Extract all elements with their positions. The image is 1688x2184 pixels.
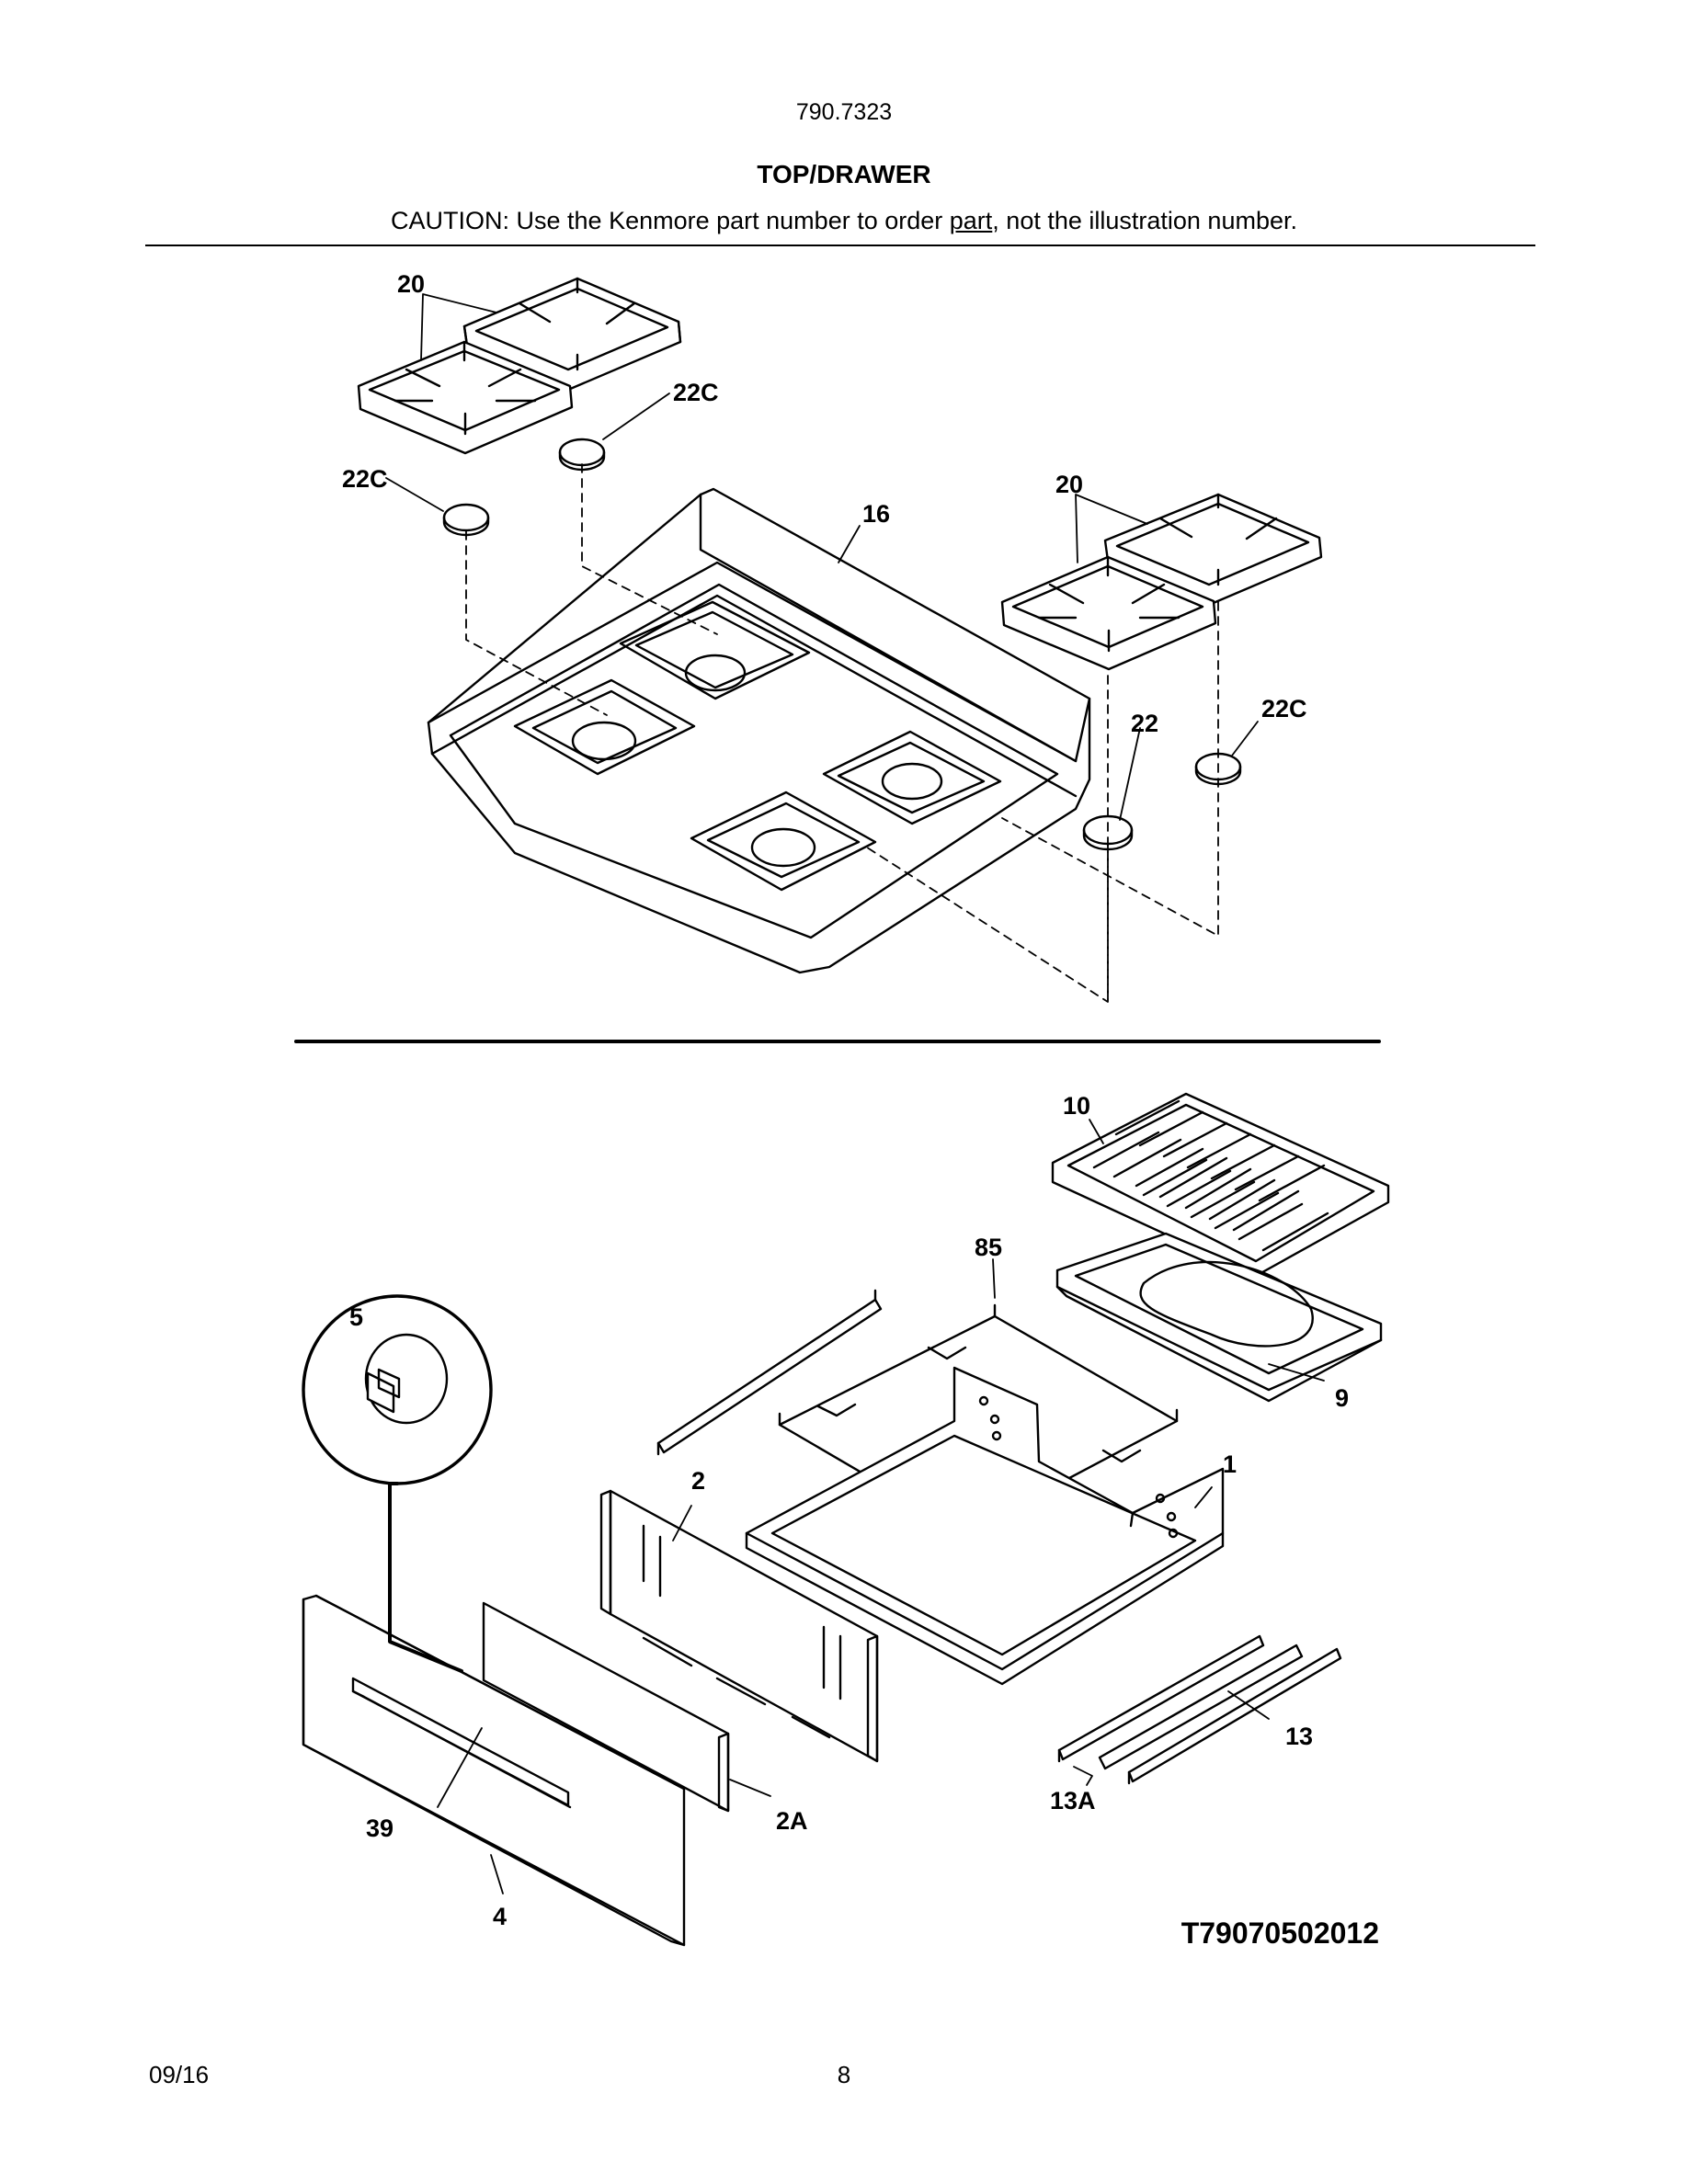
caution-prefix: CAUTION: Use the Kenmore part number to … <box>391 207 950 234</box>
broiler-pan <box>1055 1232 1383 1403</box>
callout-10: 10 <box>1063 1092 1090 1120</box>
callout-2: 2 <box>691 1467 705 1495</box>
callout-22c-left-lower: 22C <box>342 465 388 493</box>
caution-suffix: , not the illustration number. <box>992 207 1297 234</box>
left-burner-grates <box>357 277 682 455</box>
callout-22c-left-upper: 22C <box>673 379 719 406</box>
footer-page-number: 8 <box>837 2061 851 2088</box>
side-bracket <box>482 1601 730 1813</box>
callout-20-right: 20 <box>1055 471 1083 498</box>
cooktop-main-top <box>427 487 1091 974</box>
callout-20-left: 20 <box>397 270 425 298</box>
drawer-body <box>745 1366 1225 1686</box>
callout-4: 4 <box>493 1903 507 1930</box>
knob-detail <box>302 1294 493 1673</box>
section-title: TOP/DRAWER <box>757 160 931 188</box>
callout-1: 1 <box>1223 1450 1237 1478</box>
right-slide-rails <box>1057 1634 1342 1785</box>
drawer-handle <box>351 1677 572 1809</box>
callout-5: 5 <box>349 1303 363 1331</box>
diagram-code: T79070502012 <box>1181 1917 1379 1950</box>
callout-85: 85 <box>975 1234 1002 1261</box>
caution-underlined: part <box>949 207 993 234</box>
callout-22c-right: 22C <box>1261 695 1307 722</box>
broiler-grid <box>1051 1092 1390 1278</box>
callout-13a: 13A <box>1050 1787 1096 1814</box>
drawer-leader-lines <box>437 1119 1325 1894</box>
header-rule <box>145 245 1535 246</box>
callout-9: 9 <box>1335 1384 1349 1412</box>
assembly-guide-lines <box>465 463 1219 1003</box>
caution-note: CAUTION: Use the Kenmore part number to … <box>0 207 1688 235</box>
callout-16: 16 <box>862 500 890 528</box>
left-slide-rail <box>656 1289 883 1456</box>
footer-date: 09/16 <box>149 2061 210 2088</box>
top-leader-lines <box>385 293 1259 821</box>
left-burner-caps <box>442 438 606 537</box>
callout-39: 39 <box>366 1814 393 1842</box>
model-number: 790.7323 <box>795 99 893 125</box>
drawer-front <box>302 1594 686 1947</box>
callout-22: 22 <box>1131 710 1158 737</box>
callout-2a: 2A <box>776 1807 808 1835</box>
drawer-front-panel <box>599 1489 879 1763</box>
right-burner-grates <box>1000 493 1323 671</box>
callout-13: 13 <box>1285 1723 1313 1750</box>
